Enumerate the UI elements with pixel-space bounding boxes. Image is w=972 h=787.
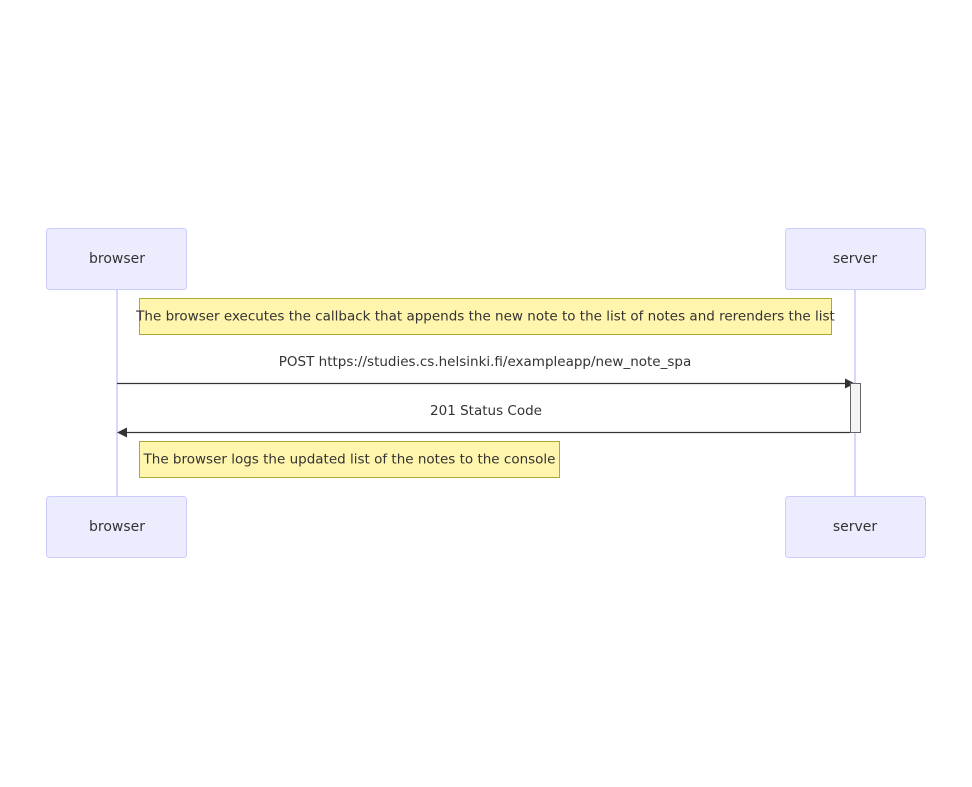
- browser-actor-label-top: browser: [89, 251, 145, 267]
- message-status-response: 201 Status Code: [117, 403, 850, 438]
- server-activation-bar: [850, 383, 861, 433]
- browser-actor-box-bottom: [46, 496, 187, 558]
- note-callback-box: [139, 298, 832, 335]
- server-actor-bottom: server: [785, 496, 926, 558]
- note-console-log: The browser logs the updated list of the…: [139, 441, 560, 478]
- message-status-label: 201 Status Code: [430, 403, 542, 419]
- server-actor-top: server: [785, 228, 926, 290]
- browser-actor-label-bottom: browser: [89, 519, 145, 535]
- browser-actor-top: browser: [46, 228, 187, 290]
- browser-actor-box-top: [46, 228, 187, 290]
- message-post-label: POST https://studies.cs.helsinki.fi/exam…: [279, 354, 691, 370]
- message-status-arrowhead: [117, 427, 127, 438]
- note-callback-text: The browser executes the callback that a…: [135, 309, 835, 325]
- server-actor-label-bottom: server: [833, 519, 878, 535]
- browser-actor-bottom: browser: [46, 496, 187, 558]
- server-actor-box-bottom: [785, 496, 926, 558]
- note-callback: The browser executes the callback that a…: [135, 298, 835, 335]
- note-console-log-text: The browser logs the updated list of the…: [143, 452, 556, 468]
- message-post-request: POST https://studies.cs.helsinki.fi/exam…: [117, 354, 855, 389]
- server-actor-box-top: [785, 228, 926, 290]
- note-console-log-box: [139, 441, 560, 478]
- server-actor-label-top: server: [833, 251, 878, 267]
